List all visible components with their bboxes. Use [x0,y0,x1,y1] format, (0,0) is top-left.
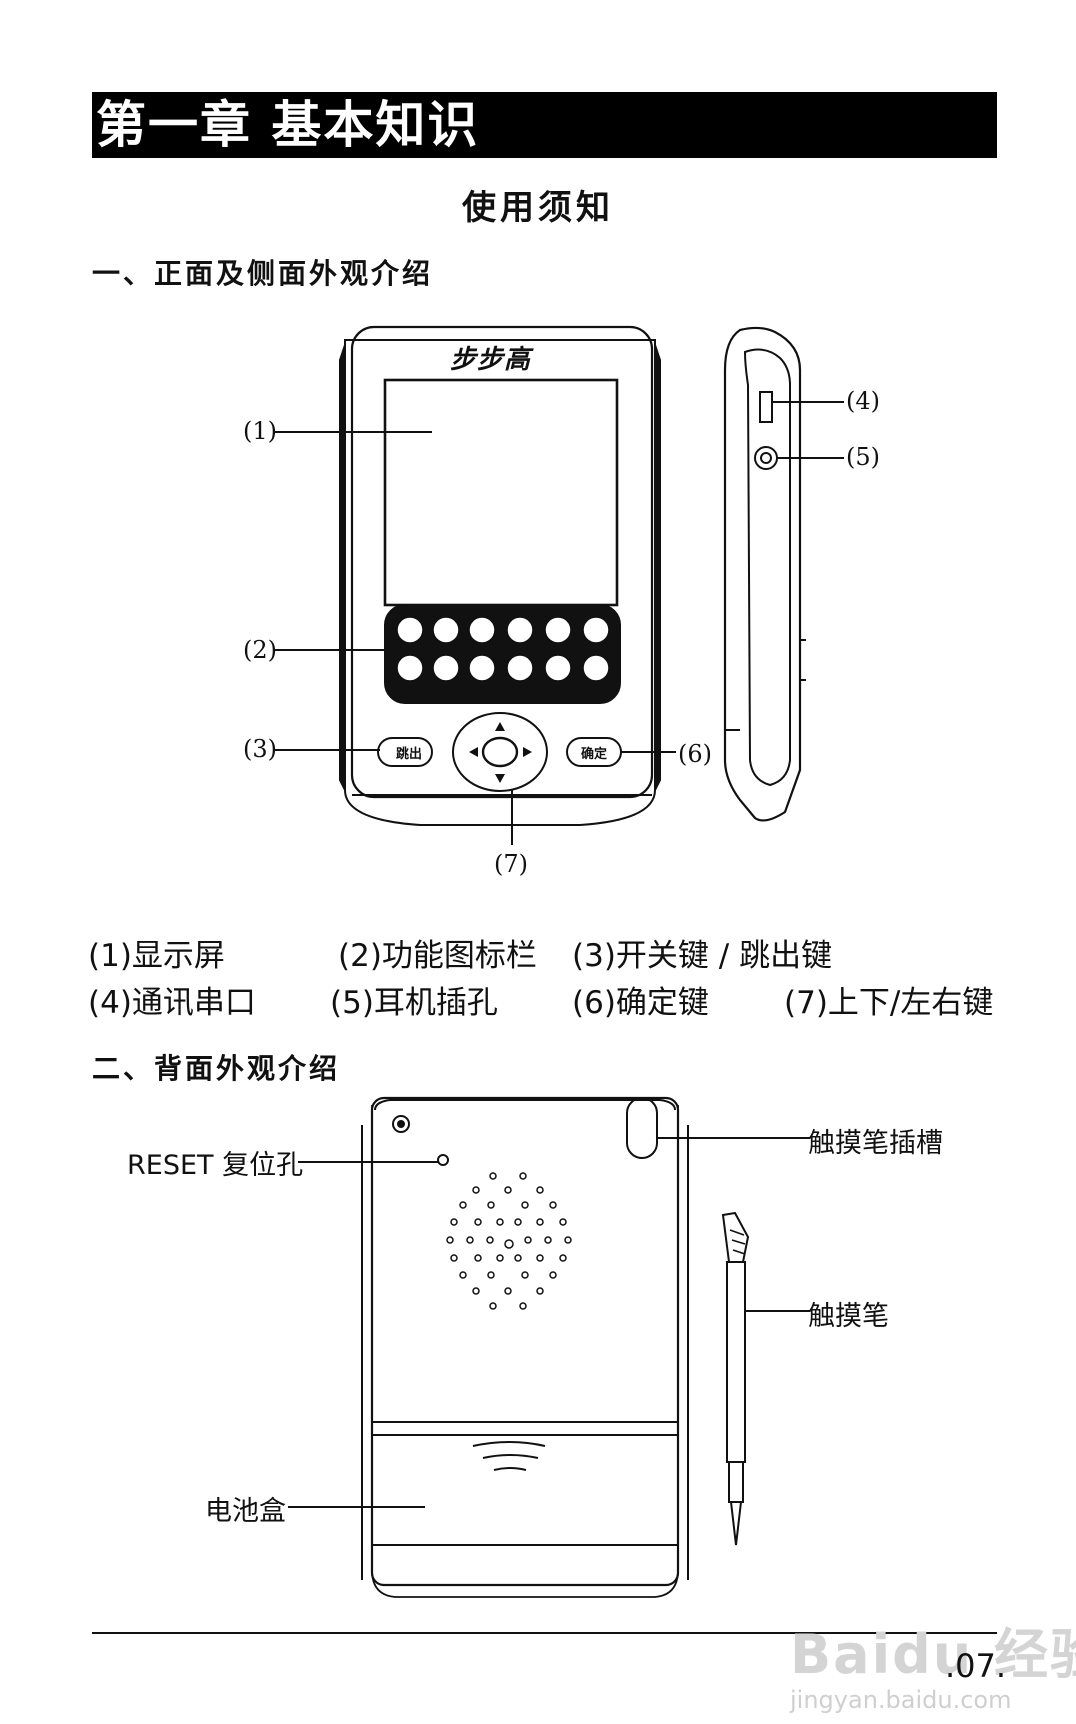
chapter-title: 第一章 基本知识 [96,96,480,154]
back-device [288,1096,810,1598]
chapter-title-bar [92,92,997,158]
legend-confirm-key: (6)确定键 [572,985,709,1021]
callout-5: (5) [846,443,880,471]
legend-power-key: (3)开关键 / 跳出键 [572,938,833,974]
callout-7: (7) [494,850,528,878]
display-screen [383,378,619,607]
legend-serial-port: (4)通讯串口 [88,985,256,1021]
dpad-arrows [469,722,532,783]
confirm-key-label: 确定 [581,747,608,762]
function-icons [396,616,610,682]
back-heading: 二、背面外观介绍 [92,1052,341,1085]
serial-port [759,391,773,423]
stylus-pen [721,1211,750,1546]
side-device-body [723,326,806,822]
section-heading: 使用须知 [462,188,614,228]
footer-rule [92,1632,997,1634]
callout-4: (4) [846,387,880,415]
brand-logo: 步步高 [450,345,532,375]
power-exit-key-label: 跳出 [396,747,423,762]
reset-label: RESET 复位孔 [127,1150,304,1181]
front-side-heading: 一、正面及侧面外观介绍 [92,257,434,290]
callout-6: (6) [678,740,712,768]
legend-icon-bar: (2)功能图标栏 [338,938,537,974]
legend-display: (1)显示屏 [88,938,225,974]
callout-2: (2) [243,636,277,664]
reset-hole [437,1154,449,1166]
power-exit-key [377,737,433,767]
direction-pad [452,712,548,792]
stylus-slot-label: 触摸笔插槽 [808,1128,943,1159]
stylus-label: 触摸笔 [808,1301,889,1332]
watermark-url: jingyan.baidu.com [790,1686,1012,1714]
front-device-body [339,325,661,826]
battery-label: 电池盒 [205,1496,286,1527]
watermark-logo: Baidu 经验 [790,1623,1076,1686]
legend-earphone: (5)耳机插孔 [330,985,498,1021]
speaker-grille [446,1172,572,1310]
function-icon-bar [384,604,621,704]
callout-3: (3) [243,735,277,763]
earphone-jack [754,446,778,470]
stylus-slot [626,1097,658,1159]
page-number: .07. [945,1647,1007,1685]
legend-direction-keys: (7)上下/左右键 [784,985,994,1021]
callout-1: (1) [243,417,277,445]
